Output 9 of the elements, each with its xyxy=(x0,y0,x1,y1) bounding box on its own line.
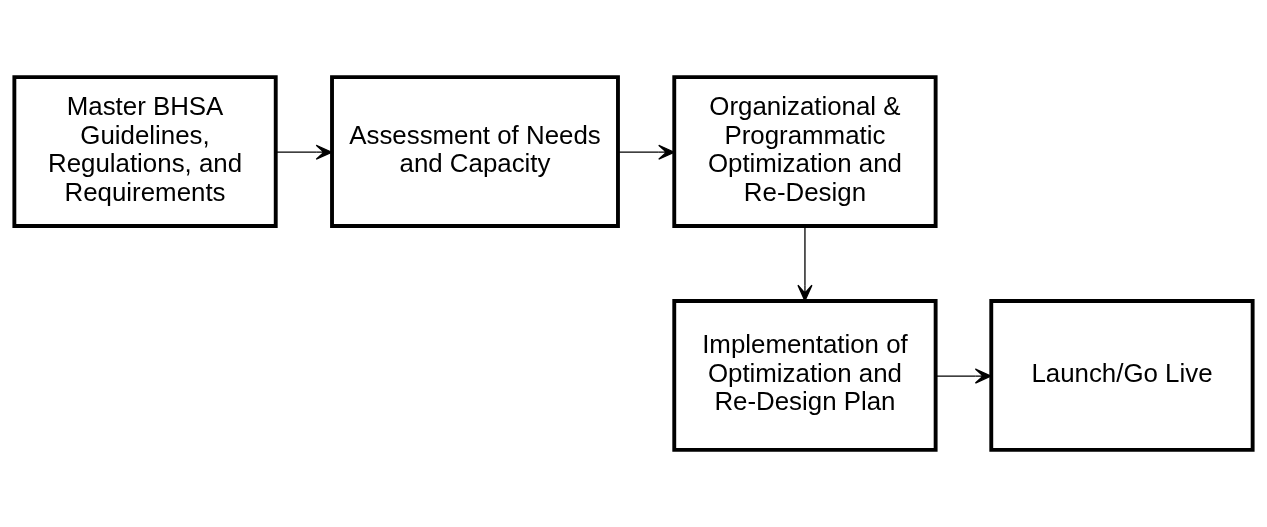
arrow xyxy=(797,225,813,302)
arrow xyxy=(617,144,675,160)
node-box: Organizational & Programmatic Optimization and Re-Design xyxy=(672,75,938,228)
node-box: Assessment of Needs and Capacity xyxy=(330,75,620,228)
arrow xyxy=(935,368,992,384)
node-box: Implementation of Optimization and Re-Design Plan xyxy=(672,299,938,452)
arrow xyxy=(275,144,333,160)
node-box: Launch/Go Live xyxy=(989,299,1255,452)
node-box: Master BHSA Guidelines, Regulations, and Requirements xyxy=(12,75,278,228)
